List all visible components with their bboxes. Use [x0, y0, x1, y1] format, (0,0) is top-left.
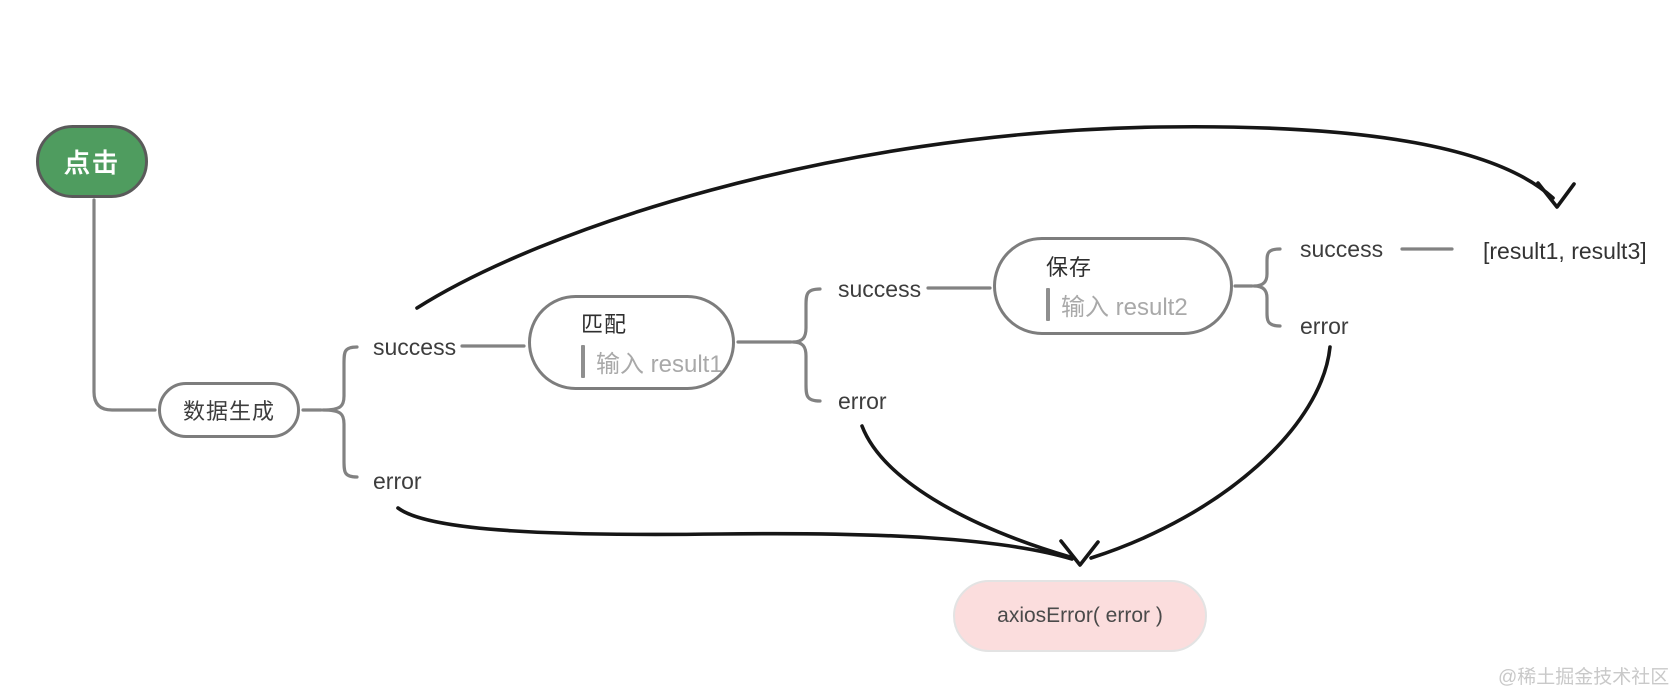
- elbow-click-to-datagen: [92, 198, 157, 412]
- brace-branch3: [1252, 247, 1282, 328]
- brace-branch2: [791, 287, 822, 403]
- node-save[interactable]: 保存 输入 result2: [993, 237, 1233, 335]
- node-axios-error-label: axiosError( error ): [997, 604, 1163, 627]
- node-match[interactable]: 匹配 输入 result1: [528, 295, 735, 390]
- node-match-title: 匹配: [581, 311, 628, 337]
- branch1-error-label[interactable]: error: [373, 468, 422, 494]
- branch2-success-label[interactable]: success: [838, 276, 922, 302]
- result-output-label[interactable]: [result1, result3]: [1483, 238, 1647, 264]
- node-save-input[interactable]: 输入 result2: [1046, 287, 1188, 322]
- arrowhead-result: [1536, 181, 1576, 209]
- branch3-error-label[interactable]: error: [1300, 313, 1349, 339]
- arrow-error1-to-sink: [396, 506, 1074, 561]
- node-click-label: 点击: [63, 148, 120, 178]
- text-cursor: [581, 344, 585, 378]
- node-data-generate[interactable]: 数据生成: [158, 382, 300, 438]
- node-save-placeholder: 输入 result2: [1061, 294, 1188, 321]
- node-save-title: 保存: [1046, 255, 1093, 280]
- node-click[interactable]: 点击: [36, 125, 148, 198]
- brace-branch1: [321, 345, 359, 479]
- arrowhead-sink: [1059, 539, 1100, 567]
- node-axios-error[interactable]: axiosError( error ): [953, 580, 1207, 652]
- arrow-error3-to-sink: [1089, 345, 1332, 560]
- node-data-generate-label: 数据生成: [182, 399, 275, 424]
- branch2-error-label[interactable]: error: [838, 388, 887, 414]
- watermark: @稀土掘金技术社区: [1498, 667, 1669, 688]
- node-match-placeholder: 输入 result1: [596, 350, 723, 378]
- arrow-success-result-curve: [415, 124, 1555, 310]
- branch1-success-label[interactable]: success: [373, 334, 457, 360]
- node-match-input[interactable]: 输入 result1: [581, 344, 723, 379]
- branch3-success-label[interactable]: success: [1300, 236, 1384, 262]
- text-cursor: [1046, 288, 1050, 321]
- arrow-error2-to-sink: [860, 424, 1072, 559]
